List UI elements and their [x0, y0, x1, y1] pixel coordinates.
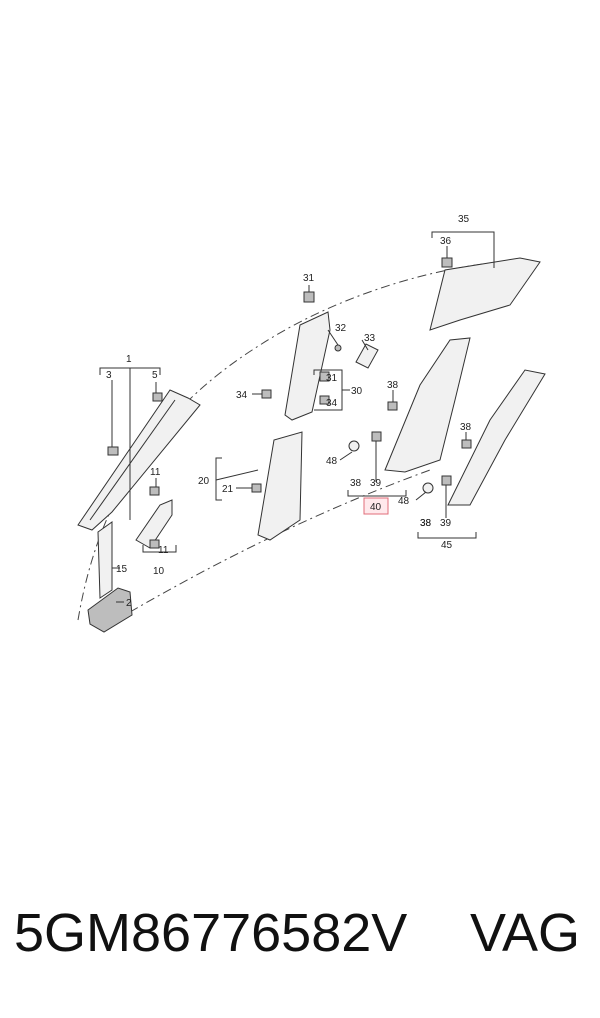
clip-39-b: [441, 475, 452, 486]
callout-45: 45: [441, 540, 453, 551]
callout-10: 10: [153, 566, 165, 577]
callout-2: 2: [126, 598, 132, 609]
clip-3: [107, 446, 119, 456]
clip-31-side: [319, 371, 330, 382]
callout-38-e: 38: [420, 518, 432, 529]
c-pillar-upper-35: [429, 257, 541, 331]
callout-40: 40: [370, 502, 382, 513]
clip-38-a: [387, 401, 398, 411]
b-pillar-lower-20: [257, 431, 303, 541]
callout-11-bottom: 11: [158, 545, 169, 556]
callout-30: 30: [351, 386, 363, 397]
clip-36: [441, 257, 453, 268]
callout-11-top: 11: [150, 467, 161, 478]
clip-11-top: [149, 486, 160, 496]
callout-32: 32: [335, 323, 347, 334]
callout-1: 1: [126, 354, 132, 365]
callout-5: 5: [152, 370, 158, 381]
parts-diagram: 1 3 5 11 11 10 15 2 20 21 31 32 33 31 30…: [77, 214, 546, 633]
callout-40-highlight: [363, 497, 389, 515]
pillar-trim-45: [447, 369, 546, 506]
dash-outline: [77, 261, 501, 621]
brand-label: VAG: [470, 903, 581, 963]
clip-21: [251, 483, 262, 493]
callout-35: 35: [458, 214, 470, 225]
callout-15: 15: [116, 564, 128, 575]
cover-33: [355, 343, 379, 369]
grommet-48-b: [422, 482, 434, 494]
callout-48-b: 48: [398, 496, 410, 507]
callout-39-b: 39: [440, 518, 452, 529]
clip-31-top: [303, 291, 315, 303]
callout-21: 21: [222, 484, 234, 495]
callout-33: 33: [364, 333, 376, 344]
part-number: 5GM86776582V: [14, 903, 408, 963]
callout-38-d: 38: [420, 518, 432, 529]
a-pillar-trim: [77, 389, 201, 531]
clip-39-a: [371, 431, 382, 442]
callout-48-a: 48: [326, 456, 338, 467]
callout-36: 36: [440, 236, 452, 247]
callout-31-top: 31: [303, 273, 315, 284]
callout-34-left: 34: [236, 390, 248, 401]
callout-3: 3: [106, 370, 112, 381]
trim-15: [97, 521, 113, 599]
callout-38-c: 38: [350, 478, 362, 489]
clip-11-bottom: [149, 539, 160, 549]
grommet-48-a: [348, 440, 360, 452]
leader-lines: [99, 231, 495, 603]
callout-34-right: 34: [326, 398, 338, 409]
bracket-10: [135, 499, 173, 549]
footer: 5GM86776582V VAG: [0, 900, 600, 980]
pillar-trim-40: [384, 337, 471, 473]
callout-38-b: 38: [460, 422, 472, 433]
callout-38-a: 38: [387, 380, 399, 391]
clip-34-left: [261, 389, 272, 399]
callout-31-side: 31: [326, 373, 338, 384]
clip-5: [152, 392, 163, 402]
callout-20: 20: [198, 476, 210, 487]
callout-39-a: 39: [370, 478, 382, 489]
screw-32: [334, 344, 342, 352]
trim-2: [87, 587, 133, 633]
b-pillar-upper-30: [284, 311, 331, 421]
clip-34-right: [319, 395, 330, 405]
dash-outline-lower: [129, 469, 431, 613]
clip-38-b: [461, 439, 472, 449]
